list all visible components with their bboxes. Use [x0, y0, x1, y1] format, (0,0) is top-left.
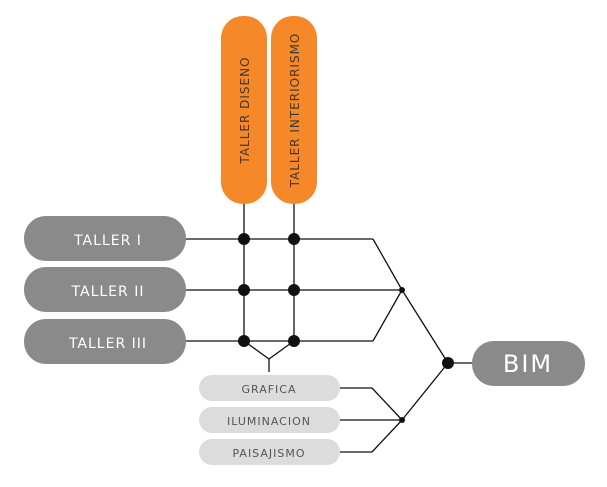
junction-dot-diseno-taller-i	[238, 233, 250, 245]
pill-paisajismo-label: PAISAJISMO	[232, 447, 305, 460]
module-converge-3	[371, 419, 403, 453]
connector-lines	[185, 203, 474, 453]
converge-line-3	[372, 289, 403, 342]
pill-iluminacion	[199, 407, 340, 433]
junction-dot-diseno-taller-ii	[238, 284, 250, 296]
hub-to-bim-lower	[401, 362, 449, 421]
junction-dot-interiorismo-taller-iii	[288, 335, 300, 347]
modules-group: GRAFICA ILUMINACION PAISAJISMO	[199, 375, 340, 465]
hub-dot-bim	[442, 357, 454, 369]
pill-iluminacion-label: ILUMINACION	[227, 415, 311, 428]
pill-taller-i	[24, 216, 186, 261]
pill-taller-interiorismo	[271, 16, 317, 204]
junction-dots	[238, 233, 454, 423]
pill-taller-ii-label: TALLER II	[71, 284, 145, 300]
pill-taller-ii	[24, 267, 186, 312]
junction-dot-diseno-taller-iii	[238, 335, 250, 347]
pill-bim	[472, 341, 585, 386]
pill-grafica-label: GRAFICA	[241, 383, 296, 396]
hub-dot-tallers	[399, 287, 405, 293]
pill-taller-iii	[24, 319, 186, 364]
junction-dot-interiorismo-taller-i	[288, 233, 300, 245]
pill-grafica	[199, 375, 340, 401]
taller-vertical-group: TALLER DISENO TALLER INTERIORISMO	[221, 16, 317, 204]
hub-to-bim-upper	[401, 289, 449, 364]
pill-taller-i-label: TALLER I	[73, 233, 142, 249]
pill-bim-label: BIM	[503, 350, 553, 378]
pill-taller-diseno-label: TALLER DISENO	[238, 56, 252, 164]
bim-group: BIM	[472, 341, 585, 386]
pill-paisajismo	[199, 439, 340, 465]
hub-dot-modules	[399, 417, 405, 423]
converge-line-1	[372, 238, 403, 291]
junction-dot-interiorismo-taller-ii	[288, 284, 300, 296]
pill-taller-diseno	[221, 16, 267, 204]
pill-taller-iii-label: TALLER III	[68, 336, 147, 352]
pill-taller-interiorismo-label: TALLER INTERIORISMO	[288, 33, 302, 189]
taller-horizontal-group: TALLER I TALLER II TALLER III	[24, 216, 186, 364]
module-converge-1	[371, 387, 403, 421]
